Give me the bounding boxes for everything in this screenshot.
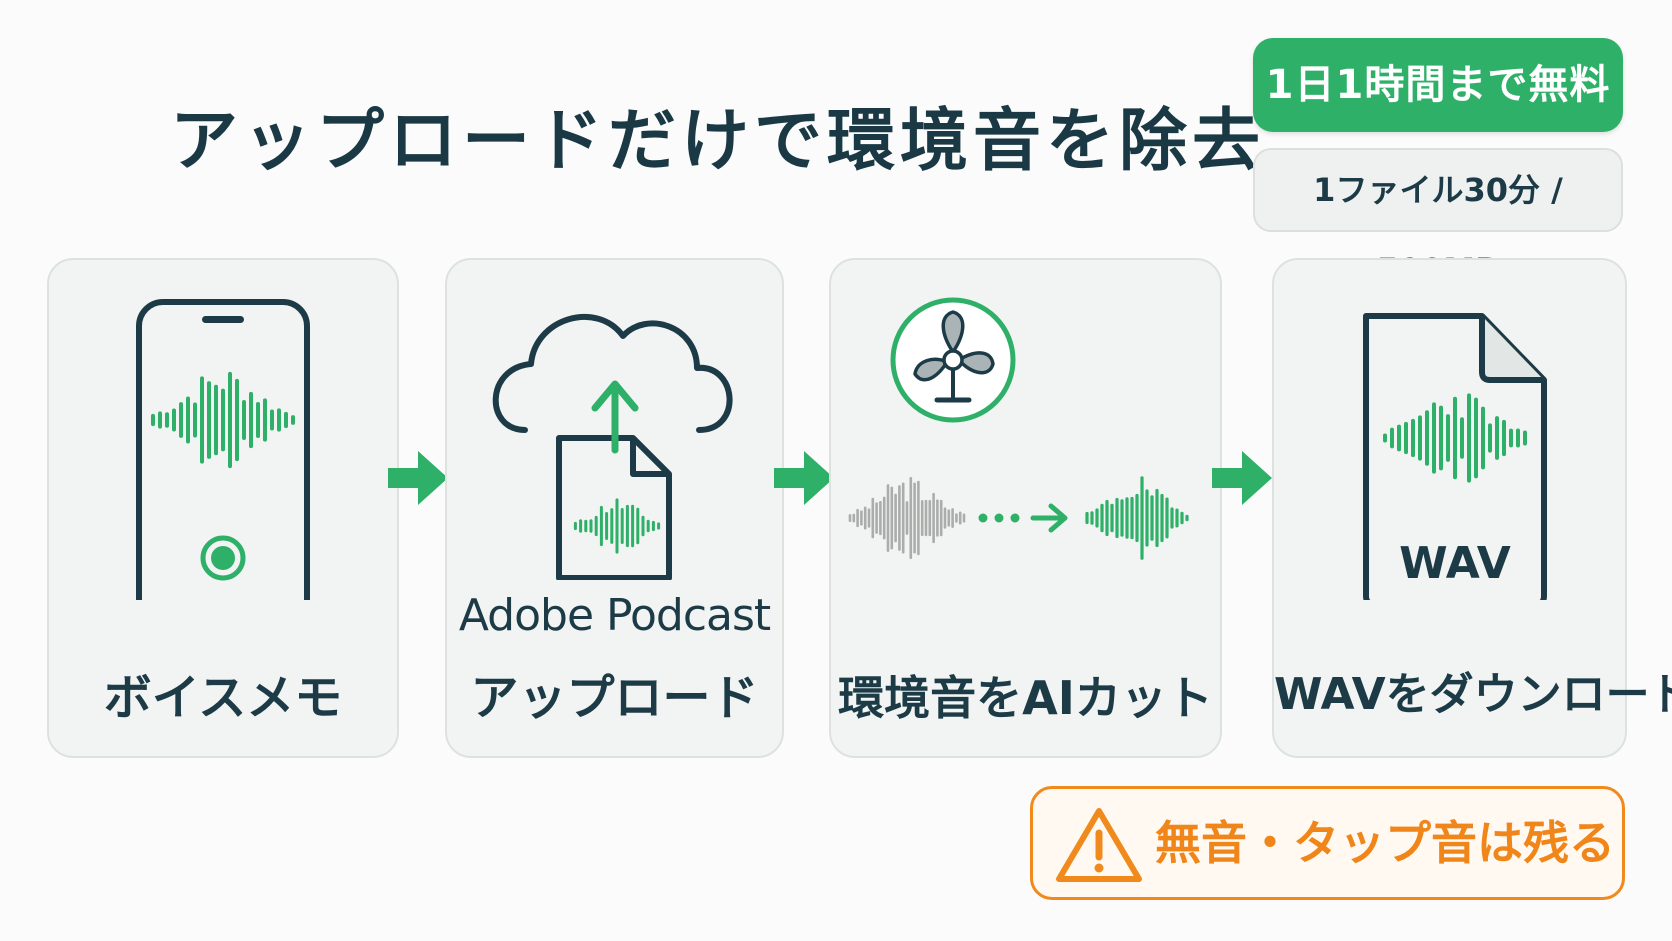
- cloud-upload-icon: [492, 313, 733, 580]
- smartphone-recording-icon: [136, 299, 310, 600]
- step-label: ボイスメモ: [103, 670, 343, 726]
- step-label: アップロード: [470, 670, 759, 726]
- page-title: アップロードだけで環境音を除去: [170, 102, 1266, 181]
- free-limit-badge: 1日1時間まで無料: [1253, 38, 1623, 132]
- step-card-ai-cut: 環境音をAIカット: [829, 258, 1222, 758]
- wav-file-icon: WAV: [1363, 313, 1547, 600]
- step-card-upload: Adobe Podcast アップロード: [445, 258, 784, 758]
- arrow-right-icon: [1212, 451, 1272, 505]
- step-card-voice-memo: ボイスメモ: [47, 258, 399, 758]
- fan-icon: [890, 297, 1016, 423]
- step-label: 環境音をAIカット: [838, 671, 1213, 725]
- step-card-wav-download: WAV WAVをダウンロード: [1272, 258, 1672, 758]
- warning-text: 無音・タップ音は残る: [1155, 816, 1615, 870]
- warning-box: 無音・タップ音は残る: [1030, 786, 1625, 900]
- file-type-label: WAV: [1399, 538, 1511, 589]
- noise-to-clean-waveform-icon: [848, 476, 1189, 560]
- step-label: WAVをダウンロード: [1274, 669, 1672, 720]
- step-sublabel: Adobe Podcast: [458, 590, 771, 641]
- arrow-right-icon: [388, 451, 448, 505]
- file-limit-badge: 1ファイル30分 / 500MB: [1253, 148, 1623, 289]
- arrow-right-icon: [774, 451, 834, 505]
- warning-triangle-icon: [1056, 808, 1142, 882]
